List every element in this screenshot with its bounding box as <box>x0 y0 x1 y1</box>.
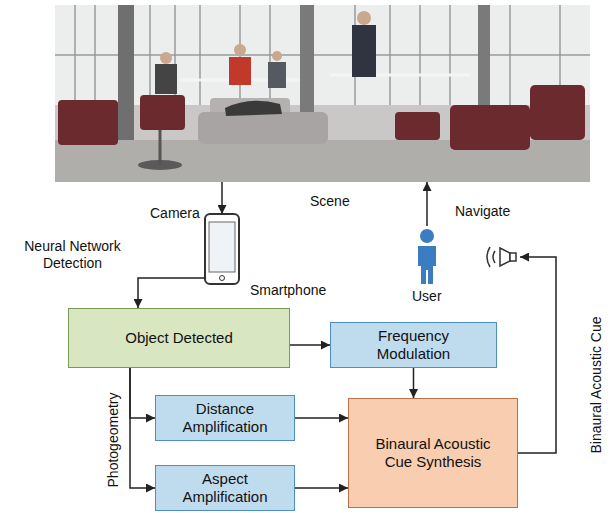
edge-label: Binaural Acoustic Cue <box>588 317 605 454</box>
smartphone-screen <box>209 222 235 272</box>
user-node: User <box>408 226 520 306</box>
box-label: Aspect Amplification <box>165 470 285 506</box>
scene-chair <box>395 112 440 140</box>
process-box: Binaural Acoustic Cue Synthesis <box>348 398 518 508</box>
flow-arrow <box>221 182 223 214</box>
flow-arrow <box>138 278 205 308</box>
node-caption: Smartphone <box>250 282 326 298</box>
scene-person <box>155 64 177 94</box>
box-label: Frequency Modulation <box>364 327 464 363</box>
scene-background <box>55 5 590 182</box>
scene-person <box>357 11 371 25</box>
edge-label: Neural Network Detection <box>5 238 140 272</box>
user-icon <box>418 246 436 284</box>
scene-chair <box>530 85 585 140</box>
flow-arrow <box>295 487 348 489</box>
smartphone-node: Smartphone <box>205 214 239 284</box>
scene-chair <box>140 95 185 130</box>
process-box: Aspect Amplification <box>155 465 295 511</box>
sound-waves <box>487 247 495 267</box>
scene-windows <box>55 5 590 105</box>
scene-tables <box>180 75 470 80</box>
flow-arrow <box>130 368 155 418</box>
box-label: Distance Amplification <box>165 400 285 436</box>
flow-arrow <box>518 257 556 453</box>
speaker-icon <box>510 253 516 261</box>
node-caption: Scene <box>310 193 350 209</box>
flow-arrow <box>130 368 155 488</box>
scene-person <box>229 57 251 85</box>
edge-label: Navigate <box>455 203 510 220</box>
speaker-icon <box>500 248 510 266</box>
edge-label: Camera <box>150 205 200 222</box>
box-label: Object Detected <box>125 329 233 347</box>
flow-arrow <box>290 344 330 346</box>
scene-chair <box>58 100 118 145</box>
scene-person <box>160 52 172 64</box>
process-box: Frequency Modulation <box>330 322 497 368</box>
process-box: Distance Amplification <box>155 395 295 441</box>
smartphone-button <box>220 276 225 281</box>
smartphone-icon <box>205 214 239 284</box>
scene-person <box>272 51 282 61</box>
node-caption: User <box>412 288 442 304</box>
scene-sofa <box>198 112 328 144</box>
user-icon <box>420 229 434 243</box>
scene-chair-stem <box>159 130 162 165</box>
scene-chair <box>450 105 530 150</box>
process-box: Object Detected <box>68 308 290 368</box>
scene-person <box>234 44 246 56</box>
scene-pillar <box>118 5 134 155</box>
flow-arrow <box>295 417 348 419</box>
flow-arrow <box>426 182 428 226</box>
flow-arrow <box>413 368 415 398</box>
window-mullions <box>55 5 590 105</box>
scene-photo: Scene <box>55 5 590 182</box>
box-label: Binaural Acoustic Cue Synthesis <box>373 435 493 471</box>
scene-person <box>225 101 282 116</box>
scene-person <box>352 25 376 77</box>
scene-person <box>268 62 286 88</box>
annotation-label: Photogeometry <box>105 393 122 488</box>
